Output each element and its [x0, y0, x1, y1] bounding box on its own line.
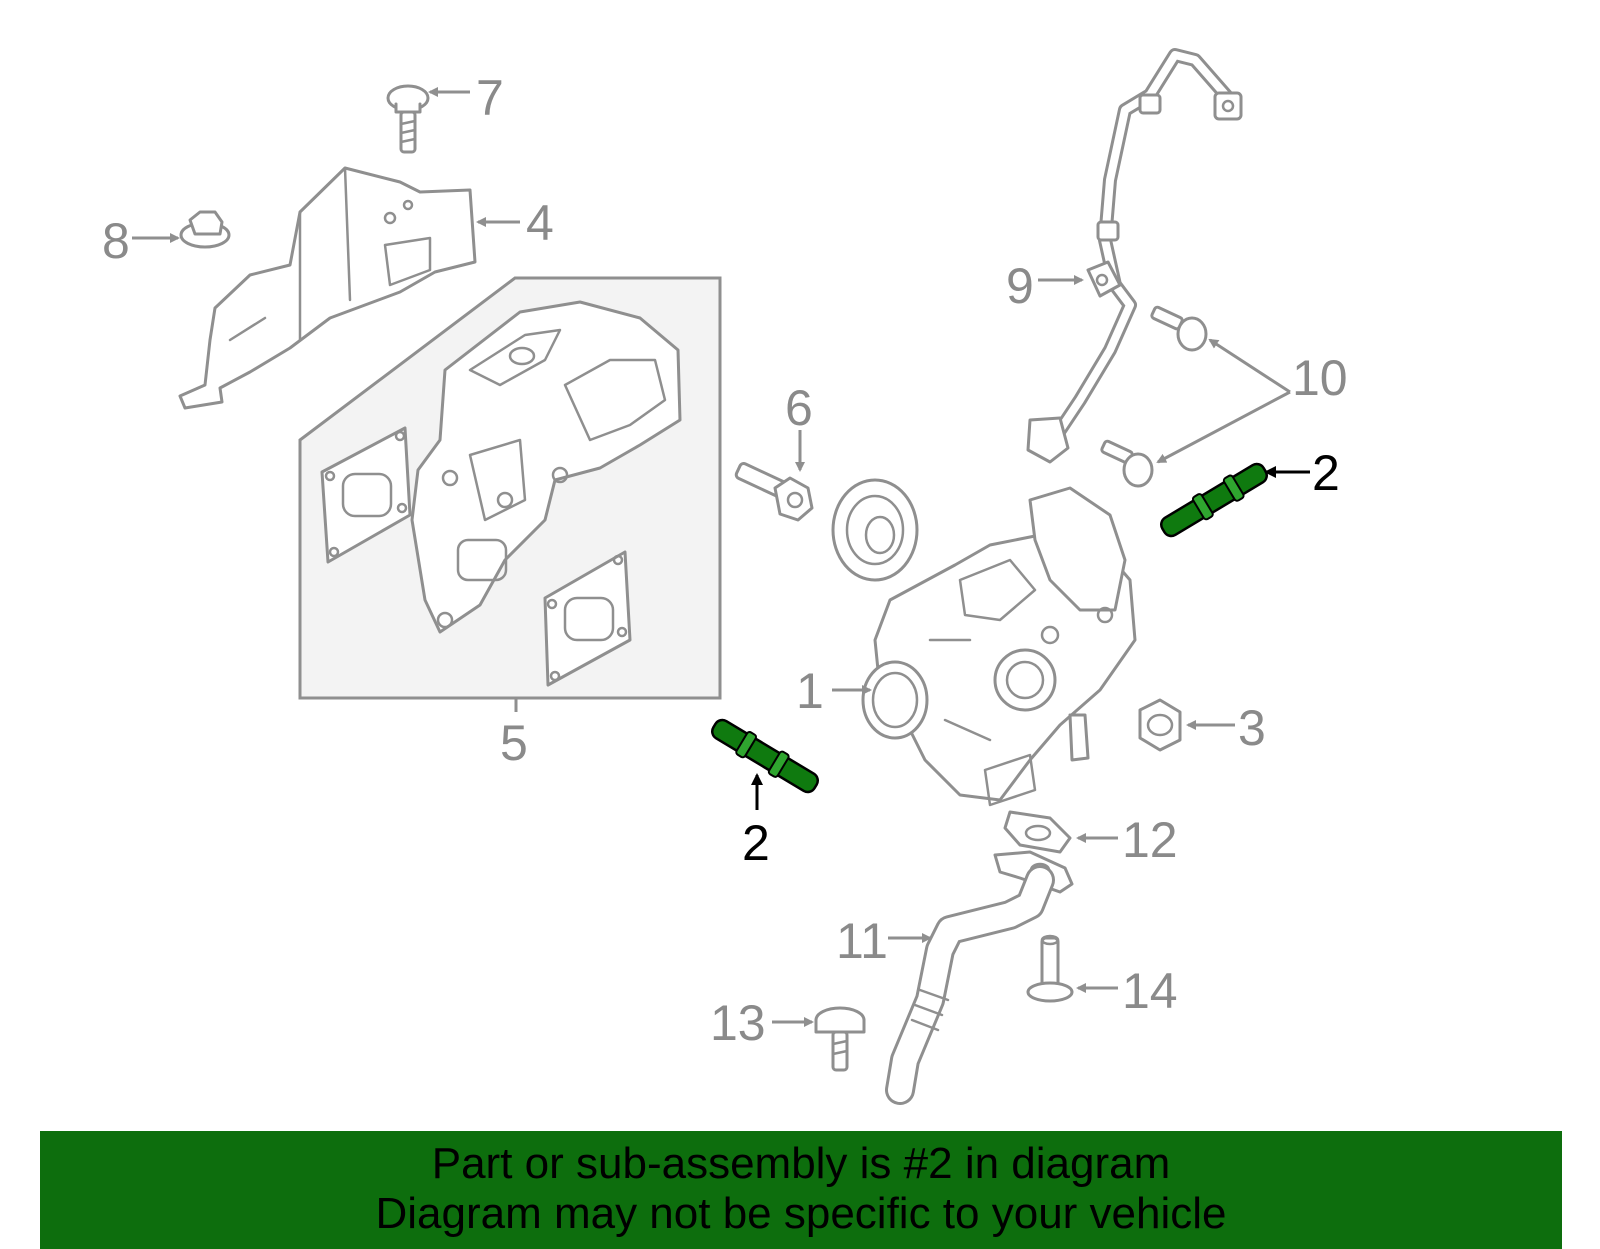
- subassembly-5-box: [298, 276, 722, 700]
- manifold-gasket-lower: [543, 550, 632, 687]
- callout-10: 10: [1292, 350, 1348, 406]
- bolt-13-part: [814, 1006, 866, 1072]
- callout-12: 12: [1122, 812, 1178, 868]
- oil-return-pipe-part: [885, 850, 1074, 1105]
- oil-feed-pipe-part: [1026, 48, 1243, 464]
- bolt-6-part: [734, 461, 814, 522]
- callout-6: 6: [785, 380, 813, 436]
- callout-4: 4: [526, 195, 554, 251]
- bolt-7-part: [386, 84, 430, 154]
- nut-8-part: [179, 210, 231, 249]
- heat-shield-part: [178, 166, 477, 410]
- callout-3: 3: [1238, 700, 1266, 756]
- stud-2-upper-highlighted[interactable]: [1157, 458, 1272, 541]
- nut-3-part: [1138, 698, 1182, 752]
- banner-line-part-number: Part or sub-assembly is #2 in diagram: [431, 1139, 1171, 1188]
- bolt-10-lower-part: [1100, 439, 1154, 488]
- banner-line-disclaimer: Diagram may not be specific to your vehi…: [375, 1189, 1227, 1238]
- stud-2-lower-highlighted[interactable]: [708, 714, 823, 797]
- callout-5: 5: [500, 715, 528, 771]
- callout-11: 11: [836, 913, 888, 969]
- exhaust-manifold-part: [410, 300, 682, 634]
- turbocharger-part: [831, 478, 1137, 807]
- callout-2-upper: 2: [1312, 445, 1340, 501]
- callout-7: 7: [476, 70, 504, 126]
- bolt-10-upper-part: [1150, 305, 1208, 352]
- callout-9: 9: [1006, 258, 1034, 314]
- stud-14-part: [1026, 934, 1074, 1003]
- callout-8: 8: [102, 213, 130, 269]
- callout-14: 14: [1122, 963, 1178, 1019]
- gasket-12-part: [1003, 810, 1072, 854]
- callout-1: 1: [796, 663, 824, 719]
- callout-2-lower: 2: [742, 815, 770, 871]
- info-banner: Part or sub-assembly is #2 in diagram Di…: [40, 1131, 1562, 1249]
- manifold-gasket-upper: [320, 426, 412, 564]
- callout-13: 13: [710, 995, 766, 1051]
